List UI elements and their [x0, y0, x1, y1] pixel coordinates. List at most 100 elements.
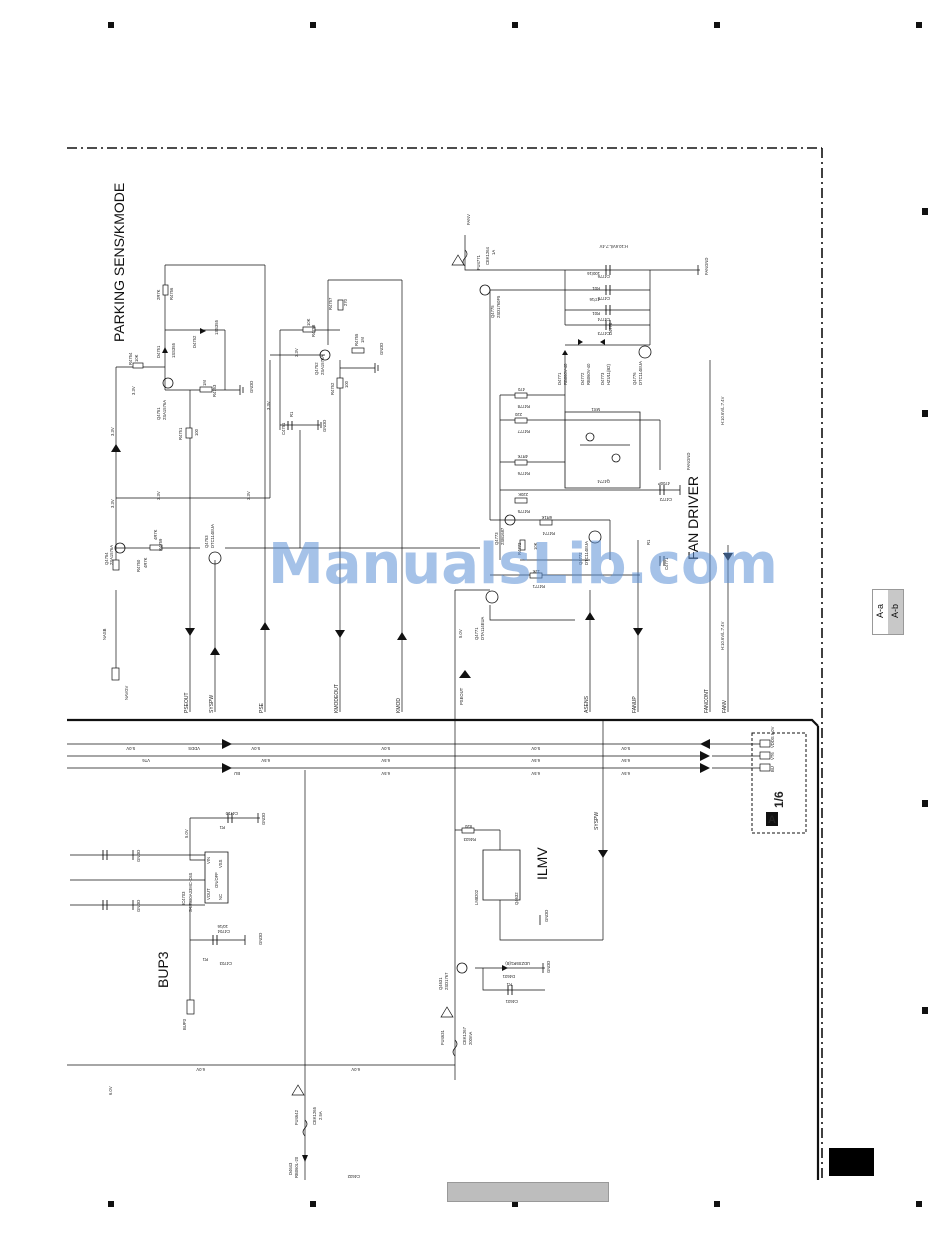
- svg-text:R1: R1: [289, 411, 294, 417]
- svg-text:D4776: D4776: [608, 322, 613, 335]
- svg-text:D4643: D4643: [288, 1162, 293, 1175]
- svg-text:R4772: R4772: [517, 542, 522, 555]
- svg-text:3.3V: 3.3V: [156, 491, 161, 500]
- svg-text:ON/OFF: ON/OFF: [214, 872, 219, 888]
- reg-mark: [512, 1201, 518, 1207]
- svg-text:2.5A: 2.5A: [318, 1111, 323, 1120]
- svg-text:GNDD: GNDD: [136, 900, 141, 912]
- svg-text:GNDD: GNDD: [136, 850, 141, 862]
- svg-text:FU4642: FU4642: [294, 1109, 299, 1125]
- svg-text:1SS355: 1SS355: [171, 342, 176, 358]
- svg-text:NC: NC: [218, 894, 223, 900]
- svg-text:2R7K: 2R7K: [156, 289, 161, 300]
- svg-text:Q4773: Q4773: [494, 532, 499, 545]
- svg-text:Q4754: Q4754: [104, 552, 109, 565]
- svg-text:Q4776: Q4776: [632, 372, 637, 385]
- svg-text:Q4771: Q4771: [474, 627, 479, 640]
- svg-text:R1: R1: [219, 825, 225, 830]
- svg-text:R4752: R4752: [330, 382, 335, 395]
- svg-text:MX1: MX1: [591, 407, 600, 412]
- svg-text:2SA1576A: 2SA1576A: [109, 545, 114, 565]
- svg-text:3.3V: 3.3V: [110, 427, 115, 436]
- svg-text:R1: R1: [646, 539, 651, 545]
- svg-text:D4752: D4752: [192, 335, 197, 348]
- svg-text:FANGND: FANGND: [686, 453, 691, 470]
- svg-text:3.3V: 3.3V: [131, 386, 136, 395]
- svg-text:6.5V: 6.5V: [531, 771, 540, 776]
- svg-text:C4772: C4772: [659, 497, 672, 502]
- svg-text:5.0V: 5.0V: [184, 829, 189, 838]
- rotated-labels: PARKING SENS/KMODE FAN DRIVER ILMV BUP3 …: [102, 183, 786, 1179]
- svg-text:2SA1576A: 2SA1576A: [162, 400, 167, 420]
- svg-text:C4631: C4631: [505, 999, 518, 1004]
- reg-mark: [512, 22, 518, 28]
- svg-text:Q4632: Q4632: [514, 892, 519, 905]
- svg-text:3.3V: 3.3V: [246, 491, 251, 500]
- svg-text:12K: 12K: [532, 569, 540, 574]
- svg-text:CEK1265: CEK1265: [312, 1106, 317, 1125]
- svg-text:FANGND: FANGND: [704, 258, 709, 275]
- watermark: ManualsLib.com: [268, 532, 778, 597]
- svg-text:R4775: R4775: [517, 509, 530, 514]
- svg-text:Q4752: Q4752: [314, 362, 319, 375]
- bus-bu: BU: [234, 771, 240, 776]
- svg-text:RB060V-40: RB060V-40: [563, 363, 568, 385]
- svg-text:C4704: C4704: [217, 929, 230, 934]
- svg-text:100: 100: [194, 428, 199, 436]
- reg-mark: [108, 22, 114, 28]
- resistors: [111, 284, 553, 1015]
- svg-text:220K: 220K: [518, 492, 528, 497]
- svg-text:GNDD: GNDD: [379, 343, 384, 355]
- port-vdds-mid: PSEOUT: [459, 687, 464, 705]
- svg-text:R4757: R4757: [328, 297, 333, 310]
- svg-text:FU4631: FU4631: [440, 1029, 445, 1045]
- port-asens: ASENS: [584, 695, 590, 713]
- svg-text:D4772: D4772: [580, 372, 585, 385]
- edge-tick: [922, 208, 928, 215]
- port-fancont: FANCONT: [704, 689, 710, 713]
- svg-text:Q4775: Q4775: [490, 305, 495, 318]
- fuses: [291, 249, 468, 1137]
- svg-text:Q4753: Q4753: [204, 535, 209, 548]
- svg-text:CEK1267: CEK1267: [462, 1026, 467, 1045]
- sheet-tab: A-a A-b: [872, 589, 904, 635]
- svg-text:DTC114EUA: DTC114EUA: [638, 361, 643, 385]
- svg-text:D4631: D4631: [502, 974, 515, 979]
- svg-text:D4771: D4771: [557, 372, 562, 385]
- svg-text:GNDD: GNDD: [544, 910, 549, 922]
- svg-text:VOUT: VOUT: [206, 888, 211, 900]
- svg-text:C4703: C4703: [219, 961, 232, 966]
- svg-text:R4758: R4758: [311, 324, 316, 337]
- svg-text:6.0V: 6.0V: [351, 1067, 360, 1072]
- svg-text:R4759: R4759: [158, 538, 163, 551]
- svg-text:3.3V: 3.3V: [110, 499, 115, 508]
- svg-text:6.5V: 6.5V: [381, 771, 390, 776]
- svg-text:100: 100: [344, 380, 349, 388]
- svg-text:R4755: R4755: [354, 333, 359, 346]
- port-syspw-2: SYSPW: [594, 812, 600, 830]
- svg-text:FU4771: FU4771: [476, 254, 481, 270]
- bus-vt6: VT6: [142, 758, 150, 763]
- svg-text:R4751: R4751: [178, 427, 183, 440]
- svg-text:R4777: R4777: [517, 429, 530, 434]
- capacitors: [102, 265, 665, 995]
- svg-text:1M: 1M: [202, 380, 207, 386]
- svg-text:GNDD: GNDD: [546, 961, 551, 973]
- svg-text:IC4703: IC4703: [181, 891, 186, 905]
- divider-line: [67, 718, 819, 727]
- conn-vt6: VT6: [770, 752, 775, 760]
- svg-text:2SD1767: 2SD1767: [444, 972, 449, 990]
- port-kmodeout: KMODEOUT: [334, 684, 340, 713]
- sheet-ref-box: [751, 732, 807, 834]
- svg-text:3.3V: 3.3V: [266, 401, 271, 410]
- svg-text:HZU11(B2): HZU11(B2): [606, 364, 611, 385]
- svg-text:GNDD: GNDD: [322, 420, 327, 432]
- svg-text:2SA1576A: 2SA1576A: [320, 355, 325, 375]
- svg-text:100/16: 100/16: [587, 271, 600, 276]
- svg-text:R01: R01: [592, 286, 600, 291]
- diodes: [162, 328, 605, 1162]
- svg-text:C4775: C4775: [597, 296, 610, 301]
- port-syspw: SYSPW: [209, 695, 215, 713]
